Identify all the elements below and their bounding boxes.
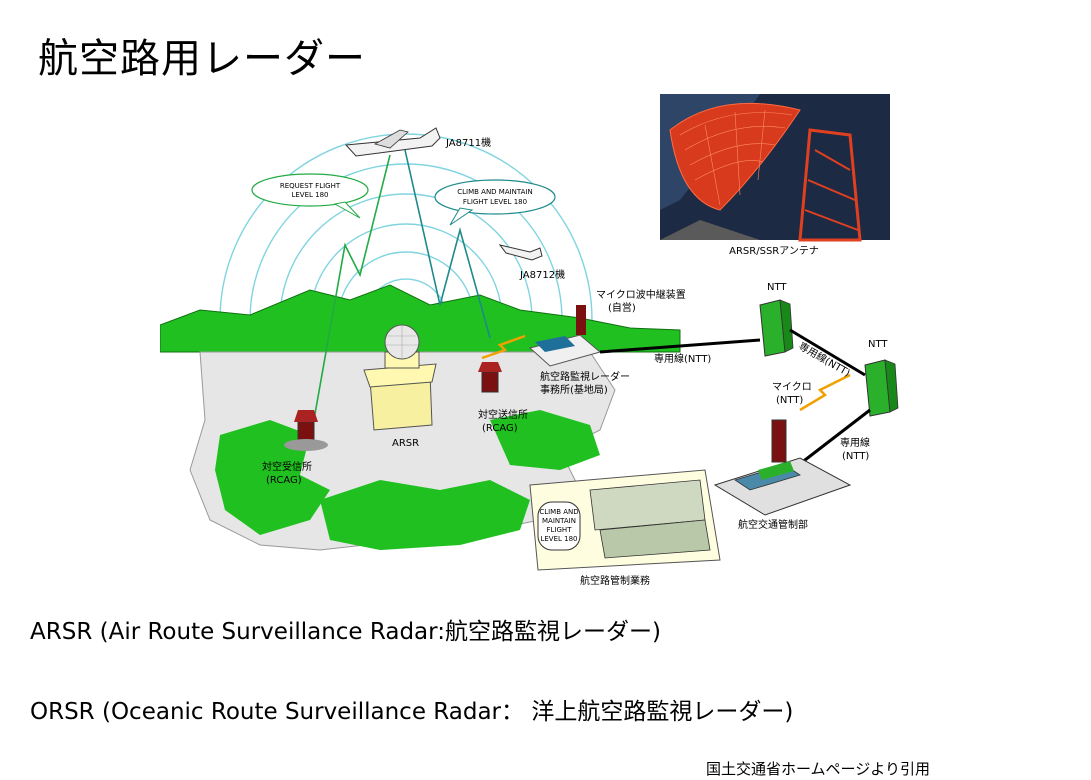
- source-credit: 国土交通省ホームページより引用: [706, 760, 930, 778]
- leased-line-2-label: 専用線(NTT): [797, 339, 853, 379]
- ntt-label-2: NTT: [868, 339, 888, 350]
- control-ops-label: 航空路管制業務: [580, 574, 650, 587]
- control-dept-label: 航空交通管制部: [738, 518, 808, 531]
- microwave-ntt-link-icon: [799, 373, 851, 412]
- screen-text-line3: FLIGHT: [547, 526, 573, 534]
- leased-line-3-label-line2: (NTT): [842, 451, 869, 462]
- air-traffic-control-center: [713, 419, 852, 516]
- radar-office-label-line1: 航空路監視レーダー: [540, 370, 630, 383]
- microwave-relay-label-line1: マイクロ波中継装置: [596, 288, 686, 301]
- radar-wave-arcs: [219, 133, 593, 321]
- radar-system-diagram: JA8711機 JA8712機 REQUEST FLIGHT LEVEL 180…: [160, 90, 900, 590]
- transmitter-tower-icon: [478, 362, 502, 393]
- orsr-definition: ORSR (Oceanic Route Surveillance Radar： …: [30, 699, 794, 725]
- receiver-label-line2: (RCAG): [266, 475, 302, 486]
- bubble-request-line2: LEVEL 180: [291, 191, 328, 199]
- arsr-definition: ARSR (Air Route Surveillance Radar:航空路監視…: [30, 619, 661, 645]
- antenna-photo: [660, 94, 890, 242]
- leased-lines: [599, 328, 871, 472]
- leased-line-1-label: 専用線(NTT): [654, 352, 711, 365]
- ground-green-right: [490, 410, 600, 470]
- page-title: 航空路用レーダー: [38, 36, 366, 82]
- ntt-building-1-icon: [759, 299, 794, 357]
- receiver-tower-icon: [284, 410, 328, 451]
- bubble-request-line1: REQUEST FLIGHT: [280, 182, 341, 190]
- ntt-building-2-icon: [864, 359, 899, 417]
- control-room-illustration: CLIMB AND MAINTAIN FLIGHT LEVEL 180: [529, 469, 721, 571]
- aircraft-ja8711-label: JA8711機: [445, 136, 491, 149]
- antenna-photo-caption: ARSR/SSRアンテナ: [729, 245, 819, 257]
- leased-line-3-label-line1: 専用線: [840, 436, 870, 449]
- bubble-climb-line1: CLIMB AND MAINTAIN: [457, 188, 533, 196]
- aircraft-ja8712-label: JA8712機: [519, 268, 565, 281]
- ground-green-bottom: [320, 480, 530, 550]
- ntt-label-1: NTT: [767, 282, 787, 293]
- aircraft-ja8712-icon: [498, 244, 543, 261]
- radar-office-building: [528, 305, 602, 367]
- arsr-label: ARSR: [392, 438, 419, 449]
- arsr-radar-building: [363, 324, 437, 431]
- transmitter-label-line2: (RCAG): [482, 423, 518, 434]
- screen-text-line4: LEVEL 180: [540, 535, 577, 543]
- receiver-label-line1: 対空受信所: [262, 460, 312, 473]
- radio-paths: [309, 149, 491, 443]
- bubble-climb-maintain: CLIMB AND MAINTAIN FLIGHT LEVEL 180: [434, 179, 556, 226]
- transmitter-label-line1: 対空送信所: [478, 408, 528, 421]
- micro-label-line1: マイクロ: [772, 381, 812, 393]
- bubble-climb-line2: FLIGHT LEVEL 180: [463, 198, 527, 206]
- screen-text-line2: MAINTAIN: [542, 517, 576, 525]
- microwave-link-icon: [481, 334, 526, 360]
- bubble-request-flight: REQUEST FLIGHT LEVEL 180: [251, 173, 369, 219]
- micro-label-line2: (NTT): [776, 395, 803, 406]
- screen-text-line1: CLIMB AND: [539, 508, 578, 516]
- microwave-relay-label-line2: (自営): [608, 301, 636, 314]
- radar-office-label-line2: 事務所(基地局): [540, 383, 608, 396]
- aircraft-ja8711-icon: [344, 127, 441, 157]
